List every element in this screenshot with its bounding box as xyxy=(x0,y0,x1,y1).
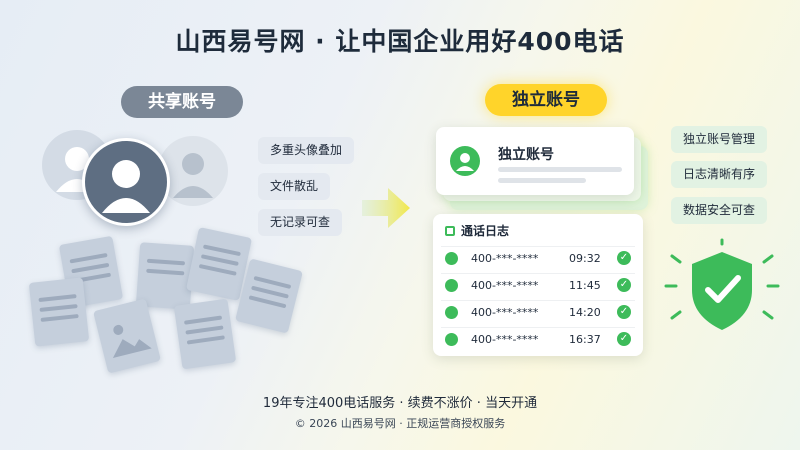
call-log-title-text: 通话日志 xyxy=(461,224,510,238)
check-icon: ✓ xyxy=(617,251,631,265)
call-number: 400-***-**** xyxy=(471,333,539,346)
account-card-title: 独立账号 xyxy=(498,147,554,163)
shared-account-label: 共享账号 xyxy=(121,86,243,118)
call-log-title: 通话日志 xyxy=(445,222,509,239)
document-icon xyxy=(173,298,237,370)
call-time: 11:45 xyxy=(569,279,601,292)
call-number: 400-***-**** xyxy=(471,306,539,319)
account-card: 独立账号 xyxy=(436,127,634,195)
tag-no-records: 无记录可查 xyxy=(258,209,343,236)
tag-scattered-files: 文件散乱 xyxy=(258,173,331,200)
arrow-right-icon xyxy=(362,188,410,228)
tag-multi-avatar: 多重头像叠加 xyxy=(258,137,355,164)
feature-clear-logs: 日志清晰有序 xyxy=(671,161,768,188)
footer-copyright: © 2026 山西易号网 · 正规运营商授权服务 xyxy=(294,417,506,430)
avatar-back-right xyxy=(158,136,228,206)
log-icon xyxy=(445,226,455,236)
user-icon xyxy=(102,160,150,213)
phone-icon xyxy=(445,333,458,346)
phone-icon xyxy=(445,306,458,319)
call-time: 09:32 xyxy=(569,252,601,265)
feature-data-security: 数据安全可查 xyxy=(671,197,768,224)
check-icon: ✓ xyxy=(617,305,631,319)
table-row: 400-***-**** 09:32 ✓ xyxy=(441,246,635,268)
page-title: 山西易号网 · 让中国企业用好400电话 xyxy=(175,27,625,56)
call-number: 400-***-**** xyxy=(471,279,539,292)
phone-icon xyxy=(445,252,458,265)
table-row: 400-***-**** 14:20 ✓ xyxy=(441,300,635,322)
check-icon: ✓ xyxy=(617,332,631,346)
independent-account-label: 独立账号 xyxy=(485,84,607,116)
shield-check-icon xyxy=(664,238,780,330)
image-file-icon xyxy=(93,298,161,374)
footer-tagline: 19年专注400电话服务 · 续费不涨价 · 当天开通 xyxy=(262,396,538,411)
placeholder-line xyxy=(498,167,622,172)
call-number: 400-***-**** xyxy=(471,252,539,265)
call-time: 16:37 xyxy=(569,333,601,346)
document-icon xyxy=(28,277,90,347)
feature-account-management: 独立账号管理 xyxy=(671,126,768,153)
avatar-front xyxy=(82,138,170,226)
table-row: 400-***-**** 16:37 ✓ xyxy=(441,327,635,349)
table-row: 400-***-**** 11:45 ✓ xyxy=(441,273,635,295)
user-icon xyxy=(173,153,213,198)
placeholder-line xyxy=(498,178,586,183)
call-log-panel: 通话日志 400-***-**** 09:32 ✓ 400-***-**** 1… xyxy=(433,214,643,356)
call-time: 14:20 xyxy=(569,306,601,319)
check-icon: ✓ xyxy=(617,278,631,292)
user-icon xyxy=(450,146,480,176)
phone-icon xyxy=(445,279,458,292)
